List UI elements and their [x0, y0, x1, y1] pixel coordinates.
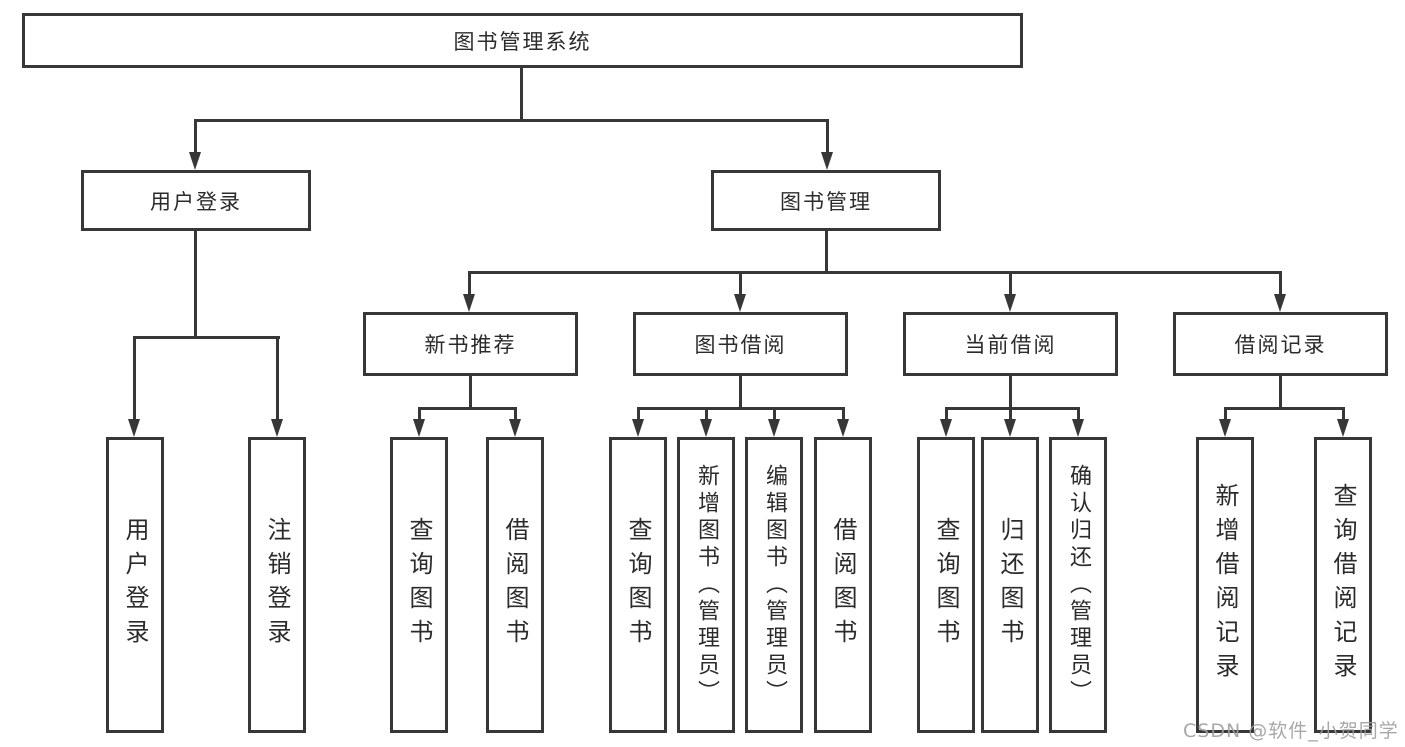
connector-line [705, 407, 708, 421]
arrowhead-down-icon [1219, 419, 1231, 437]
arrowhead-down-icon [128, 419, 140, 437]
node-leaf-query-books-borrowing: 查询图书 [609, 437, 667, 733]
node-library-management-system: 图书管理系统 [22, 13, 1023, 68]
arrowhead-down-icon [413, 419, 425, 437]
arrowhead-down-icon [837, 419, 849, 437]
connector-line [739, 271, 742, 296]
node-leaf-query-books-recommend: 查询图书 [390, 437, 448, 733]
connector-line [825, 231, 828, 271]
connector-line [637, 407, 640, 421]
arrowhead-down-icon [768, 419, 780, 437]
node-leaf-confirm-return-admin: 确认归还（管理员） [1049, 437, 1107, 733]
connector-line [520, 68, 523, 119]
node-leaf-add-borrow-record: 新增借阅记录 [1196, 437, 1254, 733]
connector-line [468, 271, 471, 296]
connector-line [1279, 271, 1282, 296]
node-leaf-logout-login: 注销登录 [248, 437, 306, 733]
connector-line [418, 407, 517, 410]
arrowhead-down-icon [700, 419, 712, 437]
connector-line [1077, 407, 1080, 421]
connector-line [739, 376, 742, 407]
node-leaf-query-borrow-record: 查询借阅记录 [1314, 437, 1372, 733]
node-leaf-return-books: 归还图书 [981, 437, 1039, 733]
connector-line [1279, 376, 1282, 407]
connector-line [418, 407, 421, 421]
arrowhead-down-icon [940, 419, 952, 437]
connector-line [133, 336, 136, 420]
node-user-login: 用户登录 [81, 170, 311, 231]
connector-line [194, 119, 197, 155]
connector-line [194, 119, 828, 122]
node-new-book-recommend: 新书推荐 [363, 312, 578, 376]
arrowhead-down-icon [1072, 419, 1084, 437]
arrowhead-down-icon [1004, 294, 1016, 312]
node-current-borrowing: 当前借阅 [903, 312, 1118, 376]
node-leaf-add-books-admin: 新增图书（管理员） [677, 437, 735, 733]
connector-line [514, 407, 517, 421]
connector-line [945, 407, 1080, 410]
node-borrowing-records: 借阅记录 [1173, 312, 1388, 376]
arrowhead-down-icon [1337, 419, 1349, 437]
connector-line [468, 271, 1282, 274]
connector-line [826, 119, 829, 155]
connector-line [1009, 271, 1012, 296]
arrowhead-down-icon [821, 152, 833, 170]
connector-line [1224, 407, 1345, 410]
node-leaf-edit-books-admin: 编辑图书（管理员） [745, 437, 803, 733]
connector-line [194, 231, 197, 336]
watermark-text: CSDN @软件_小贺同学 [1183, 720, 1399, 742]
connector-line [1009, 407, 1012, 421]
connector-line [133, 336, 280, 339]
node-book-borrowing: 图书借阅 [633, 312, 848, 376]
connector-line [945, 407, 948, 421]
connector-line [842, 407, 845, 421]
arrowhead-down-icon [632, 419, 644, 437]
arrowhead-down-icon [463, 294, 475, 312]
arrowhead-down-icon [271, 419, 283, 437]
connector-line [773, 407, 776, 421]
connector-line [1342, 407, 1345, 421]
node-book-management: 图书管理 [711, 170, 941, 231]
connector-line [469, 376, 472, 407]
node-leaf-borrow-books-recommend: 借阅图书 [486, 437, 544, 733]
node-leaf-user-login: 用户登录 [106, 437, 164, 733]
arrowhead-down-icon [734, 294, 746, 312]
connector-line [1224, 407, 1227, 421]
connector-line [637, 407, 844, 410]
arrowhead-down-icon [1004, 419, 1016, 437]
node-leaf-borrow-books-borrowing: 借阅图书 [814, 437, 872, 733]
arrowhead-down-icon [509, 419, 521, 437]
connector-line [276, 336, 279, 420]
connector-line [1009, 376, 1012, 407]
arrowhead-down-icon [189, 152, 201, 170]
node-leaf-query-books-current: 查询图书 [917, 437, 975, 733]
arrowhead-down-icon [1274, 294, 1286, 312]
